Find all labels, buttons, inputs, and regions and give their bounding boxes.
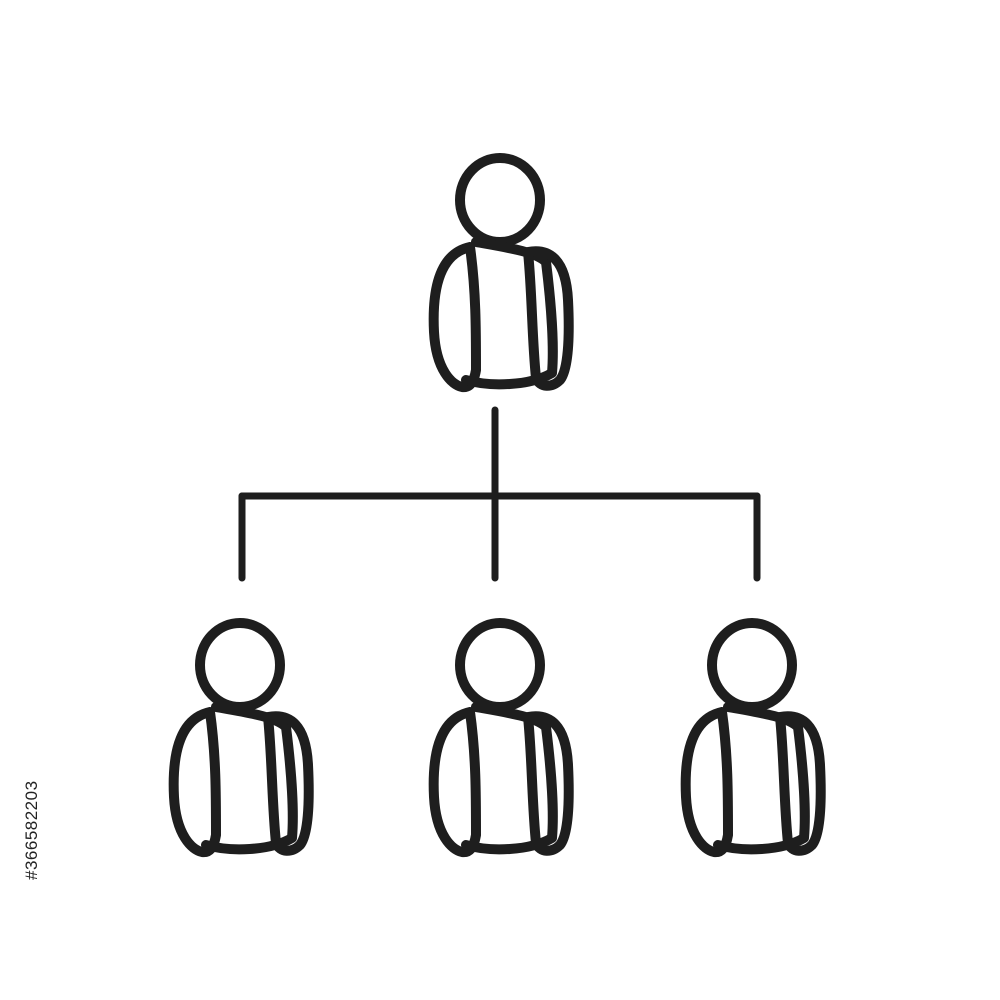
person-icon-right	[686, 623, 821, 852]
person-icon-center	[434, 623, 569, 852]
stock-image-id: #366582203	[22, 780, 41, 880]
person-icon-top	[434, 158, 569, 387]
hierarchy-connector	[238, 406, 761, 582]
person-icon-left	[174, 623, 309, 852]
